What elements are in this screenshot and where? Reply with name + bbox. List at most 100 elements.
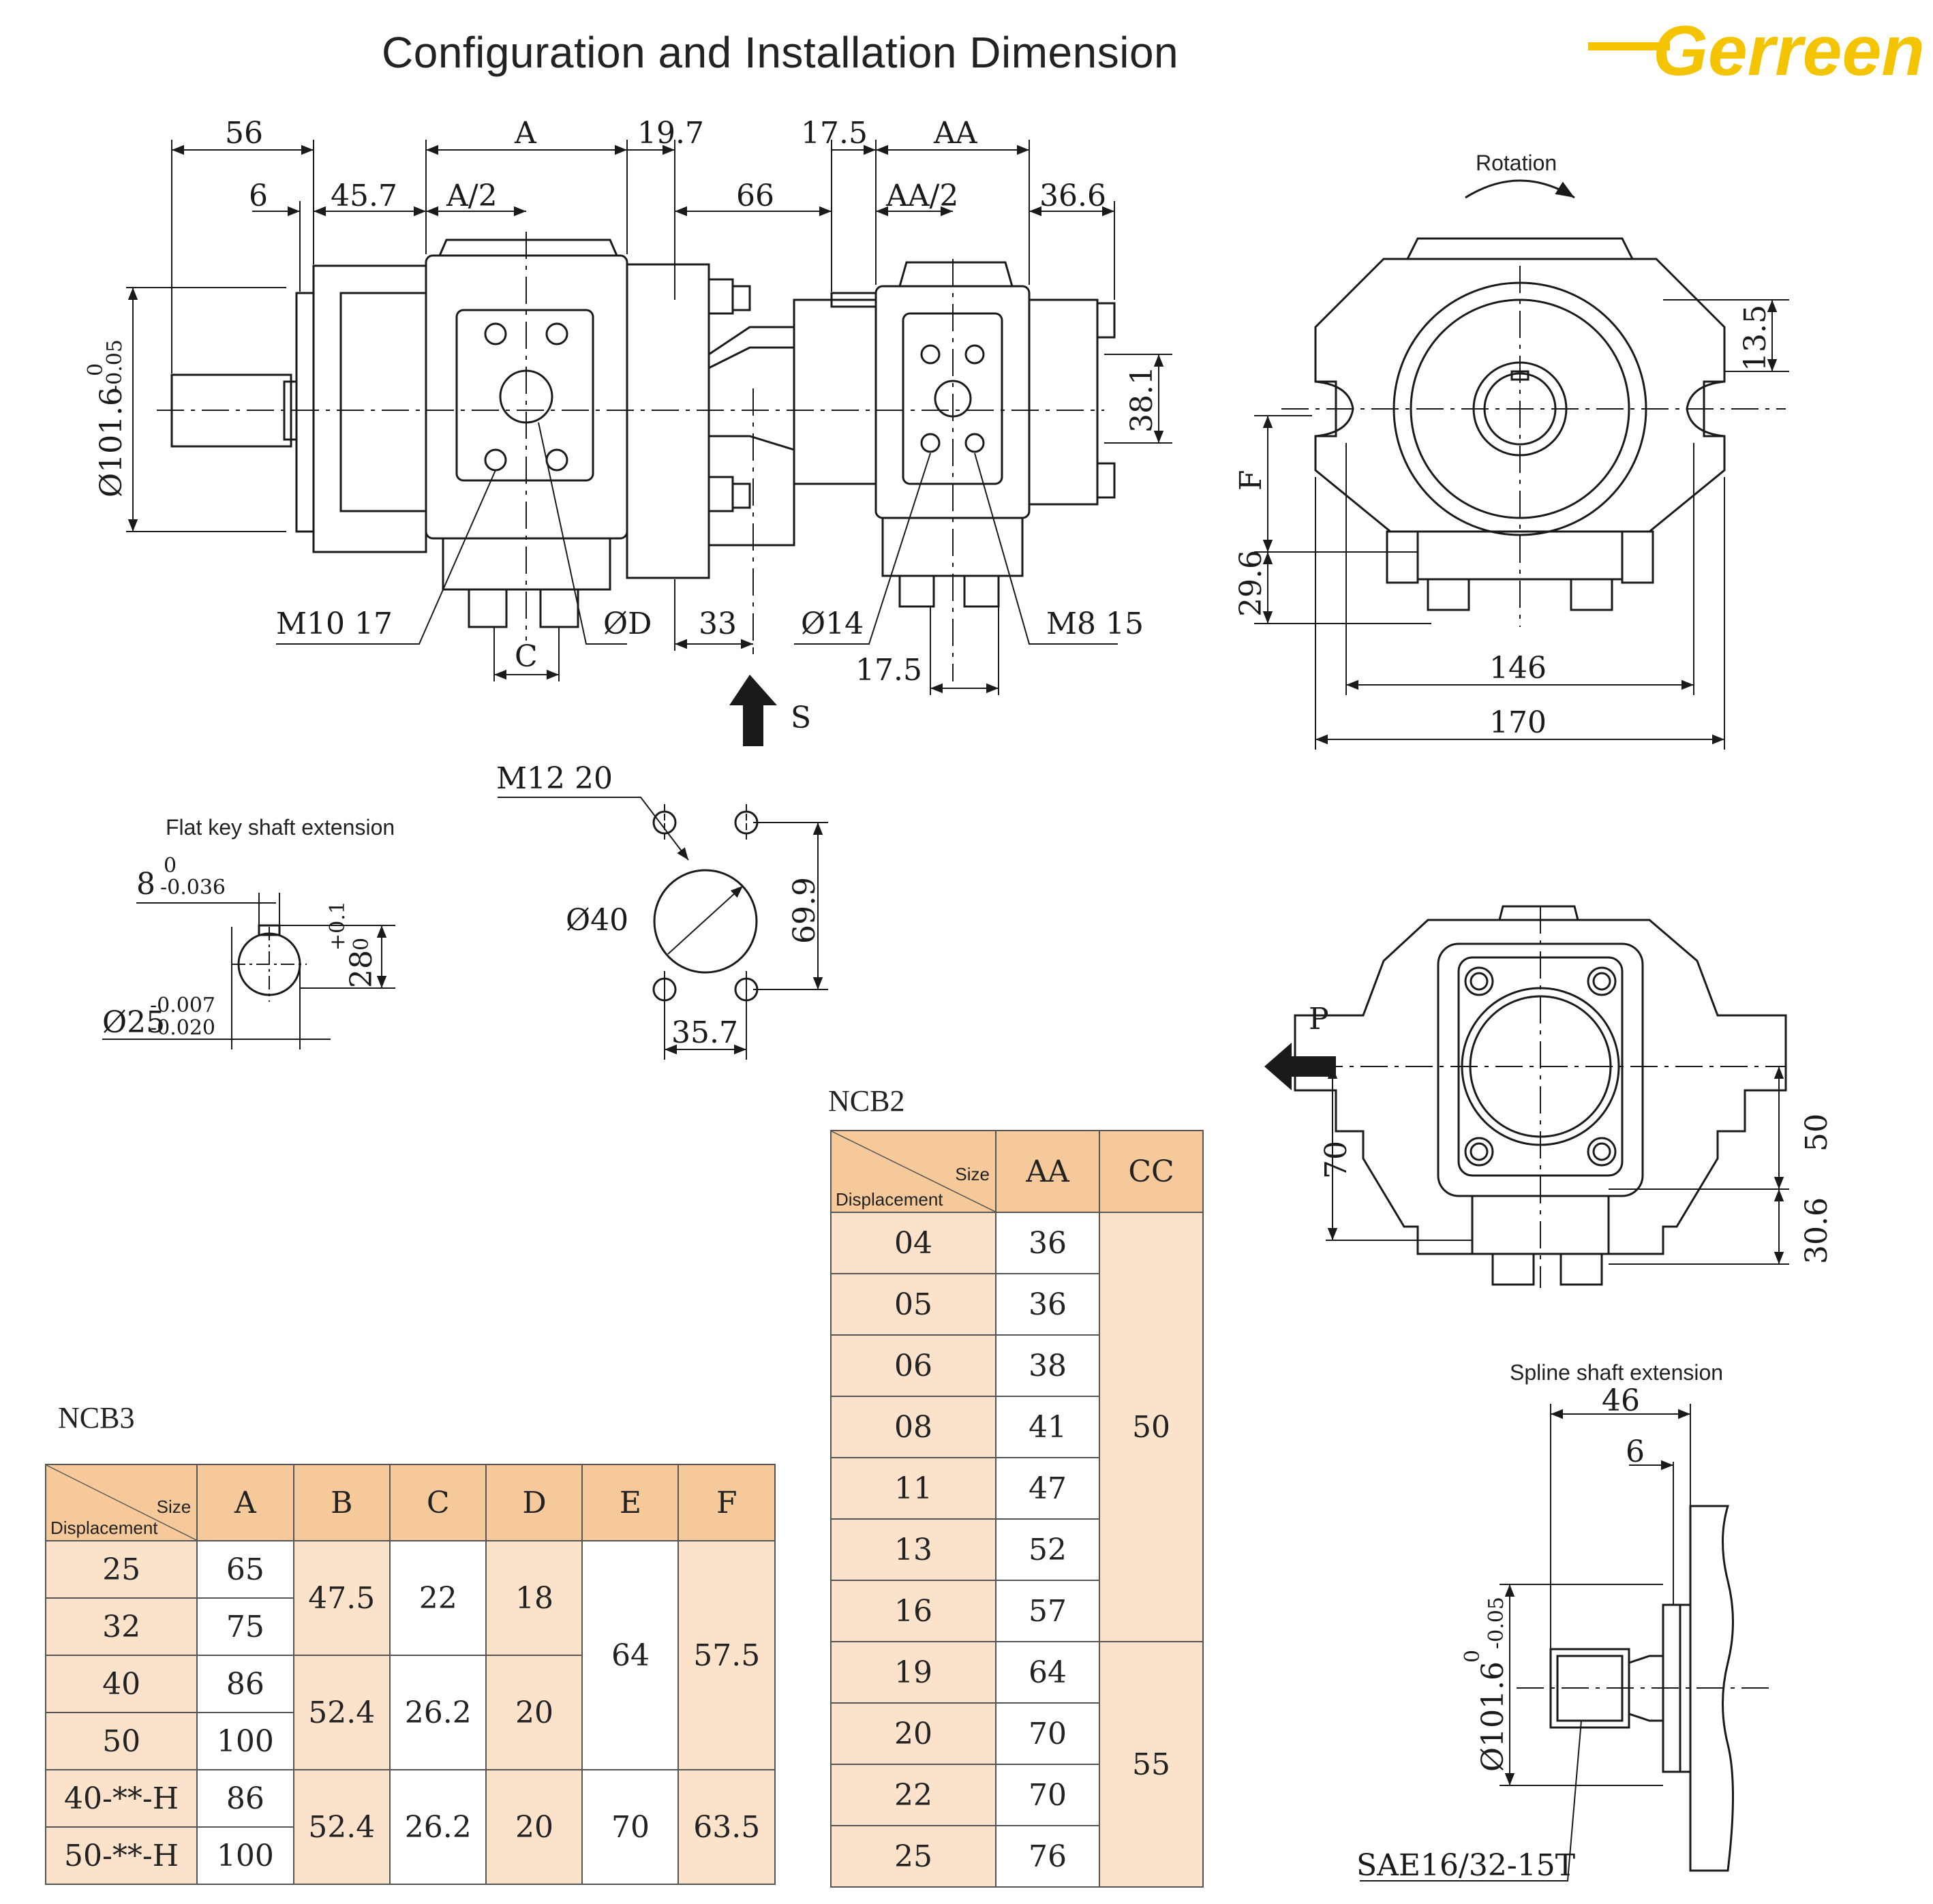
ncb2-header-aa: AA: [995, 1130, 1100, 1213]
ncb3-header-a: A: [196, 1464, 294, 1541]
dim-6: 6: [249, 179, 268, 213]
table-cell: 65: [196, 1540, 294, 1599]
dim-35-7: 35.7: [671, 1015, 738, 1050]
key-height: 28: [344, 950, 379, 988]
table-cell: 06: [830, 1334, 996, 1397]
table-cell: 20: [485, 1655, 583, 1770]
dim-c: C: [515, 639, 538, 674]
spline-dim-6: 6: [1626, 1434, 1645, 1469]
ncb2-title: NCB2: [828, 1084, 905, 1118]
table-cell: 32: [44, 1597, 198, 1656]
key-h-tol-dn: 0: [350, 938, 374, 951]
dim-170: 170: [1489, 705, 1547, 740]
dim-70: 70: [1319, 1141, 1354, 1179]
table-cell: 86: [196, 1769, 294, 1828]
spline-tol-dn: -0.05: [1485, 1597, 1508, 1649]
dim-d: ØD: [603, 606, 652, 641]
dim-45-7: 45.7: [331, 179, 397, 213]
table-cell: 70: [995, 1702, 1100, 1765]
spline-dim-46: 46: [1602, 1383, 1640, 1418]
table-cell: 86: [196, 1655, 294, 1713]
dim-30-6: 30.6: [1799, 1197, 1834, 1264]
dim-146: 146: [1489, 651, 1547, 686]
table-cell: 18: [485, 1540, 583, 1656]
table-cell: 19: [830, 1641, 996, 1704]
spline-tol-up: 0: [1461, 1650, 1485, 1663]
shaft-25-tol-dn: -0.020: [150, 1016, 215, 1040]
ncb3-header-d: D: [485, 1464, 583, 1541]
table-cell: 08: [830, 1396, 996, 1458]
ncb3-header-e: E: [581, 1464, 680, 1541]
dim-13-5: 13.5: [1738, 305, 1773, 371]
table-cell: 25: [830, 1825, 996, 1888]
table-cell: 40: [44, 1655, 198, 1713]
table-cell: 75: [196, 1597, 294, 1656]
table-cell: 04: [830, 1212, 996, 1274]
table-cell: 52: [995, 1518, 1100, 1581]
key-tol-up: 0: [164, 854, 177, 878]
table-cell: 50: [1099, 1212, 1204, 1642]
table-cell: 20: [485, 1769, 583, 1885]
table-cell: 70: [995, 1764, 1100, 1826]
table-cell: 20: [830, 1702, 996, 1765]
key-tol-dn: -0.036: [160, 876, 226, 900]
spline-caption: Spline shaft extension: [1510, 1360, 1723, 1385]
dim-36-6: 36.6: [1039, 179, 1106, 213]
table-cell: 100: [196, 1826, 294, 1885]
dim-29-6: 29.6: [1234, 550, 1268, 617]
shaft-dia-25: Ø25: [102, 1005, 165, 1040]
dim-17-5-bottom: 17.5: [855, 653, 922, 688]
rotation-label: Rotation: [1476, 151, 1557, 175]
table-cell: 76: [995, 1825, 1100, 1888]
side-view: [126, 140, 1172, 746]
table-cell: 70: [581, 1769, 680, 1885]
key-width: 8: [136, 867, 155, 902]
table-cell: 57.5: [678, 1540, 776, 1770]
table-cell: 100: [196, 1712, 294, 1770]
thread-m8: M8 15: [1046, 606, 1144, 641]
dim-f: F: [1234, 470, 1268, 491]
dim-aa: AA: [933, 116, 978, 151]
pressure-arrow: [1264, 1043, 1336, 1090]
dim-a: A: [514, 116, 537, 151]
table-cell: 63.5: [678, 1769, 776, 1885]
table-cell: 64: [995, 1641, 1100, 1704]
table-cell: 41: [995, 1396, 1100, 1458]
ncb2-header-cc: CC: [1099, 1130, 1204, 1213]
dim-a-half: A/2: [446, 179, 498, 213]
table-cell: 13: [830, 1518, 996, 1581]
spline-dia: Ø101.6: [1476, 1661, 1510, 1772]
table-cell: 36: [995, 1212, 1100, 1274]
ncb2-corner: Size Displacement: [830, 1130, 996, 1213]
spline-spec: SAE16/32-15T: [1356, 1848, 1575, 1883]
flat-key-view: [102, 893, 395, 1049]
dim-aa-half: AA/2: [885, 179, 958, 213]
suction-arrow: [729, 675, 777, 746]
table-cell: 26.2: [389, 1655, 487, 1770]
table-cell: 22: [830, 1764, 996, 1826]
dim-40: Ø40: [566, 903, 628, 938]
shaft-25-tol-up: -0.007: [150, 994, 215, 1017]
dim-shaft-tol-up: 0: [84, 363, 108, 376]
table-cell: 40-**-H: [44, 1769, 198, 1828]
table-cell: 26.2: [389, 1769, 487, 1885]
page-title: Configuration and Installation Dimension: [382, 28, 1179, 77]
dim-38-1: 38.1: [1125, 366, 1159, 433]
dim-shaft-tol-dn: -0.05: [103, 339, 127, 392]
table-cell: 38: [995, 1334, 1100, 1397]
table-cell: 52.4: [292, 1655, 391, 1770]
table-cell: 50: [44, 1712, 198, 1770]
pressure-label: P: [1309, 1002, 1329, 1037]
thread-m10: M10 17: [276, 606, 393, 641]
thread-m12: M12 20: [496, 761, 613, 796]
front-view: [1254, 179, 1789, 750]
table-cell: 22: [389, 1540, 487, 1656]
ncb3-header-f: F: [678, 1464, 776, 1541]
ncb3-table: Size Displacement A B C D E F 25 65 47.5…: [44, 1464, 776, 1885]
ncb3-corner: Size Displacement: [44, 1464, 198, 1541]
ncb3-title: NCB3: [58, 1401, 135, 1434]
dim-14: Ø14: [801, 606, 864, 641]
dim-69-9: 69.9: [787, 877, 822, 944]
